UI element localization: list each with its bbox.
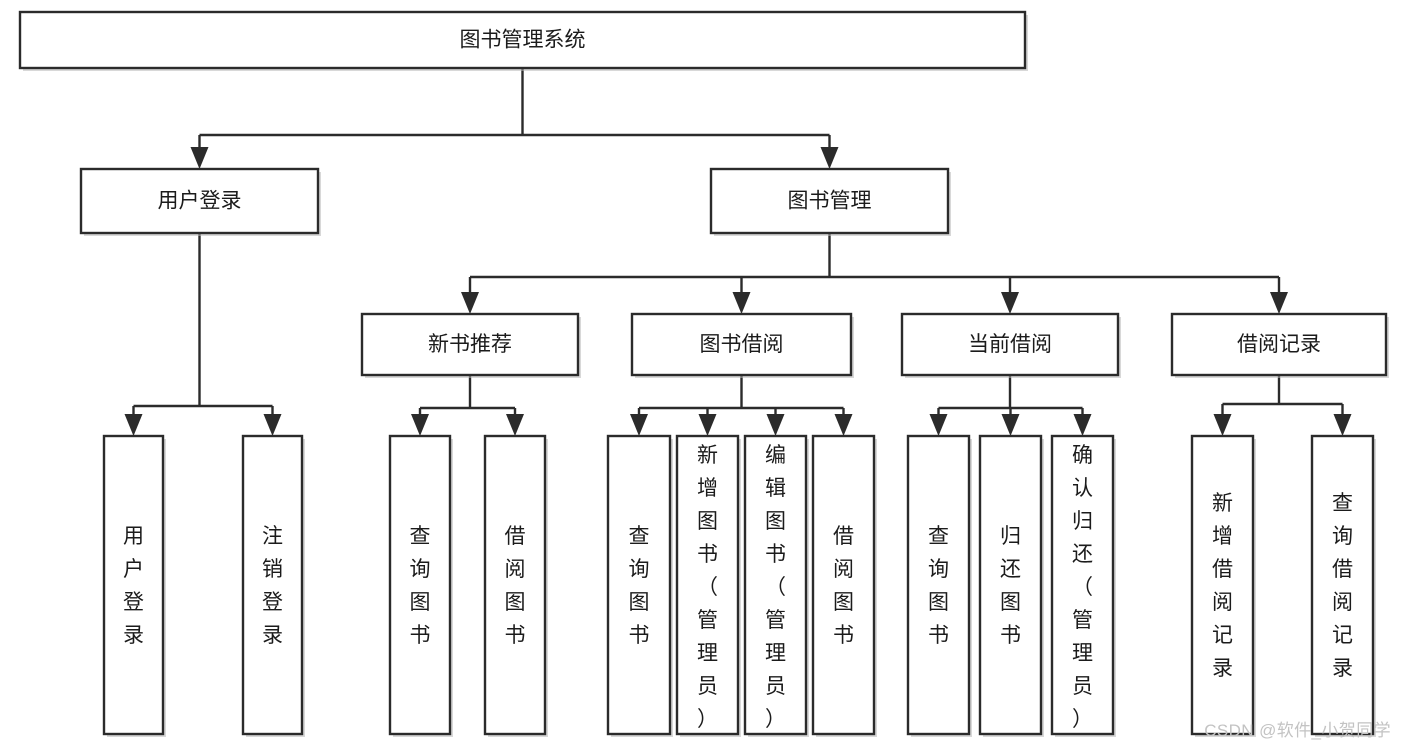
arrow-head-icon xyxy=(766,414,785,436)
edge-group-new-book-recommend xyxy=(411,375,524,436)
box-outline xyxy=(906,434,971,736)
node-label: 查询图书 xyxy=(928,525,949,647)
box-outline xyxy=(1190,434,1255,736)
arrow-head-icon xyxy=(834,414,853,436)
node-label: 借阅图书 xyxy=(505,525,526,647)
node-label: 查询图书 xyxy=(410,525,431,647)
arrow-head-icon xyxy=(1213,414,1232,436)
box-outline xyxy=(1050,434,1115,736)
arrow-head-icon xyxy=(1333,414,1352,436)
node-book-borrow[interactable]: 图书借阅 xyxy=(630,312,854,378)
box-outline xyxy=(483,434,547,736)
box-outline xyxy=(102,434,165,736)
box-outline xyxy=(388,434,452,736)
node-label: 查询借阅记录 xyxy=(1332,492,1353,680)
node-label: 图书管理 xyxy=(788,190,872,213)
arrow-head-icon xyxy=(506,414,524,436)
box-outline xyxy=(18,10,1027,70)
box-outline xyxy=(709,167,950,235)
box-outline xyxy=(241,434,304,736)
box-outline xyxy=(360,312,580,377)
nodes-layer: 图书管理系统用户登录图书管理新书推荐图书借阅当前借阅借阅记录用户登录注销登录查询… xyxy=(18,10,1389,737)
node-current-borrow[interactable]: 当前借阅 xyxy=(900,312,1121,378)
node-label: 图书借阅 xyxy=(700,333,784,356)
node-leaf-borrow-book[interactable]: 借阅图书 xyxy=(811,434,877,737)
edge-group-current-borrow xyxy=(929,375,1092,436)
node-label: 图书管理系统 xyxy=(460,29,586,52)
box-outline xyxy=(811,434,876,736)
node-leaf-edit-book-admin[interactable]: 编辑图书（管理员） xyxy=(743,434,809,737)
arrow-head-icon xyxy=(1001,414,1020,436)
arrow-head-icon xyxy=(461,292,479,314)
node-label: 新书推荐 xyxy=(428,333,512,356)
box-outline xyxy=(1310,434,1375,736)
box-outline xyxy=(900,312,1120,377)
node-leaf-query-book-borrow[interactable]: 查询图书 xyxy=(606,434,673,737)
arrow-head-icon xyxy=(190,147,209,169)
node-label: 新增图书（管理员） xyxy=(697,444,718,731)
edge-group-borrow-record xyxy=(1213,375,1352,436)
node-label: 借阅记录 xyxy=(1237,333,1321,356)
box-outline xyxy=(1170,312,1388,377)
node-leaf-add-borrow-record[interactable]: 新增借阅记录 xyxy=(1190,434,1256,737)
box-outline xyxy=(978,434,1043,736)
node-borrow-record[interactable]: 借阅记录 xyxy=(1170,312,1389,378)
node-leaf-query-book-new[interactable]: 查询图书 xyxy=(388,434,453,737)
node-leaf-confirm-return-admin[interactable]: 确认归还（管理员） xyxy=(1050,434,1116,737)
box-outline xyxy=(630,312,853,377)
node-leaf-logout-login[interactable]: 注销登录 xyxy=(241,434,305,737)
node-book-manage[interactable]: 图书管理 xyxy=(709,167,951,236)
node-label: 编辑图书（管理员） xyxy=(765,444,786,731)
node-leaf-query-borrow-record[interactable]: 查询借阅记录 xyxy=(1310,434,1376,737)
node-leaf-return-book[interactable]: 归还图书 xyxy=(978,434,1044,737)
node-label: 归还图书 xyxy=(1000,525,1021,647)
node-label: 用户登录 xyxy=(158,190,242,213)
node-label: 借阅图书 xyxy=(833,525,854,647)
node-user-login[interactable]: 用户登录 xyxy=(79,167,321,236)
node-label: 当前借阅 xyxy=(968,333,1052,356)
node-new-book-recommend[interactable]: 新书推荐 xyxy=(360,312,581,378)
arrow-head-icon xyxy=(411,414,429,436)
node-label: 查询图书 xyxy=(629,525,650,647)
arrow-head-icon xyxy=(630,414,648,436)
box-outline xyxy=(743,434,808,736)
watermark-label: CSDN @软件_小贺同学 xyxy=(1204,721,1391,740)
node-leaf-borrow-book-new[interactable]: 借阅图书 xyxy=(483,434,548,737)
node-label: 用户登录 xyxy=(123,525,144,647)
node-leaf-user-login[interactable]: 用户登录 xyxy=(102,434,166,737)
node-root-图书管理系统[interactable]: 图书管理系统 xyxy=(18,10,1028,71)
arrow-head-icon xyxy=(1001,292,1019,314)
edge-group-book-borrow xyxy=(630,375,853,436)
edge-group-book-manage xyxy=(461,233,1288,314)
node-leaf-add-book-admin[interactable]: 新增图书（管理员） xyxy=(675,434,741,737)
arrow-head-icon xyxy=(263,414,282,436)
arrow-head-icon xyxy=(929,414,948,436)
node-label: 注销登录 xyxy=(262,525,283,647)
box-outline xyxy=(79,167,320,235)
box-outline xyxy=(606,434,672,736)
arrow-head-icon xyxy=(732,292,751,314)
arrow-head-icon xyxy=(1073,414,1092,436)
arrow-head-icon xyxy=(124,414,143,436)
node-label: 新增借阅记录 xyxy=(1212,492,1233,680)
edge-group-user-login xyxy=(124,233,282,436)
arrow-head-icon xyxy=(698,414,717,436)
box-outline xyxy=(675,434,740,736)
arrow-head-icon xyxy=(1270,292,1288,314)
edge-group-root xyxy=(190,68,839,169)
node-label: 确认归还（管理员） xyxy=(1072,444,1093,731)
node-leaf-query-book-current[interactable]: 查询图书 xyxy=(906,434,972,737)
arrow-head-icon xyxy=(820,147,839,169)
edges-layer xyxy=(124,68,1352,436)
